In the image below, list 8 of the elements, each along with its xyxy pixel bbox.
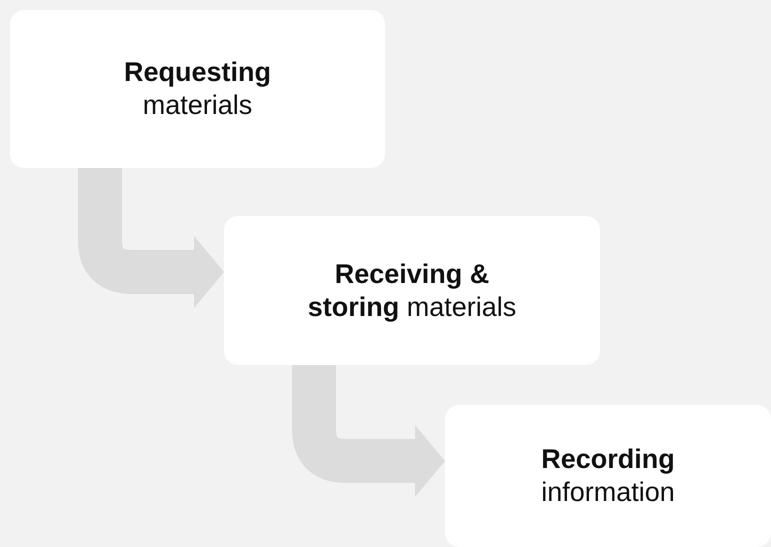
step-label: Requesting materials	[122, 56, 272, 122]
arrow	[78, 168, 224, 308]
arrow	[292, 365, 445, 497]
process-box	[224, 216, 600, 365]
process-box	[445, 405, 771, 547]
step-label: Recording information	[540, 443, 676, 509]
step-label: Receiving & storing materials	[306, 258, 518, 324]
process-box	[10, 10, 385, 168]
